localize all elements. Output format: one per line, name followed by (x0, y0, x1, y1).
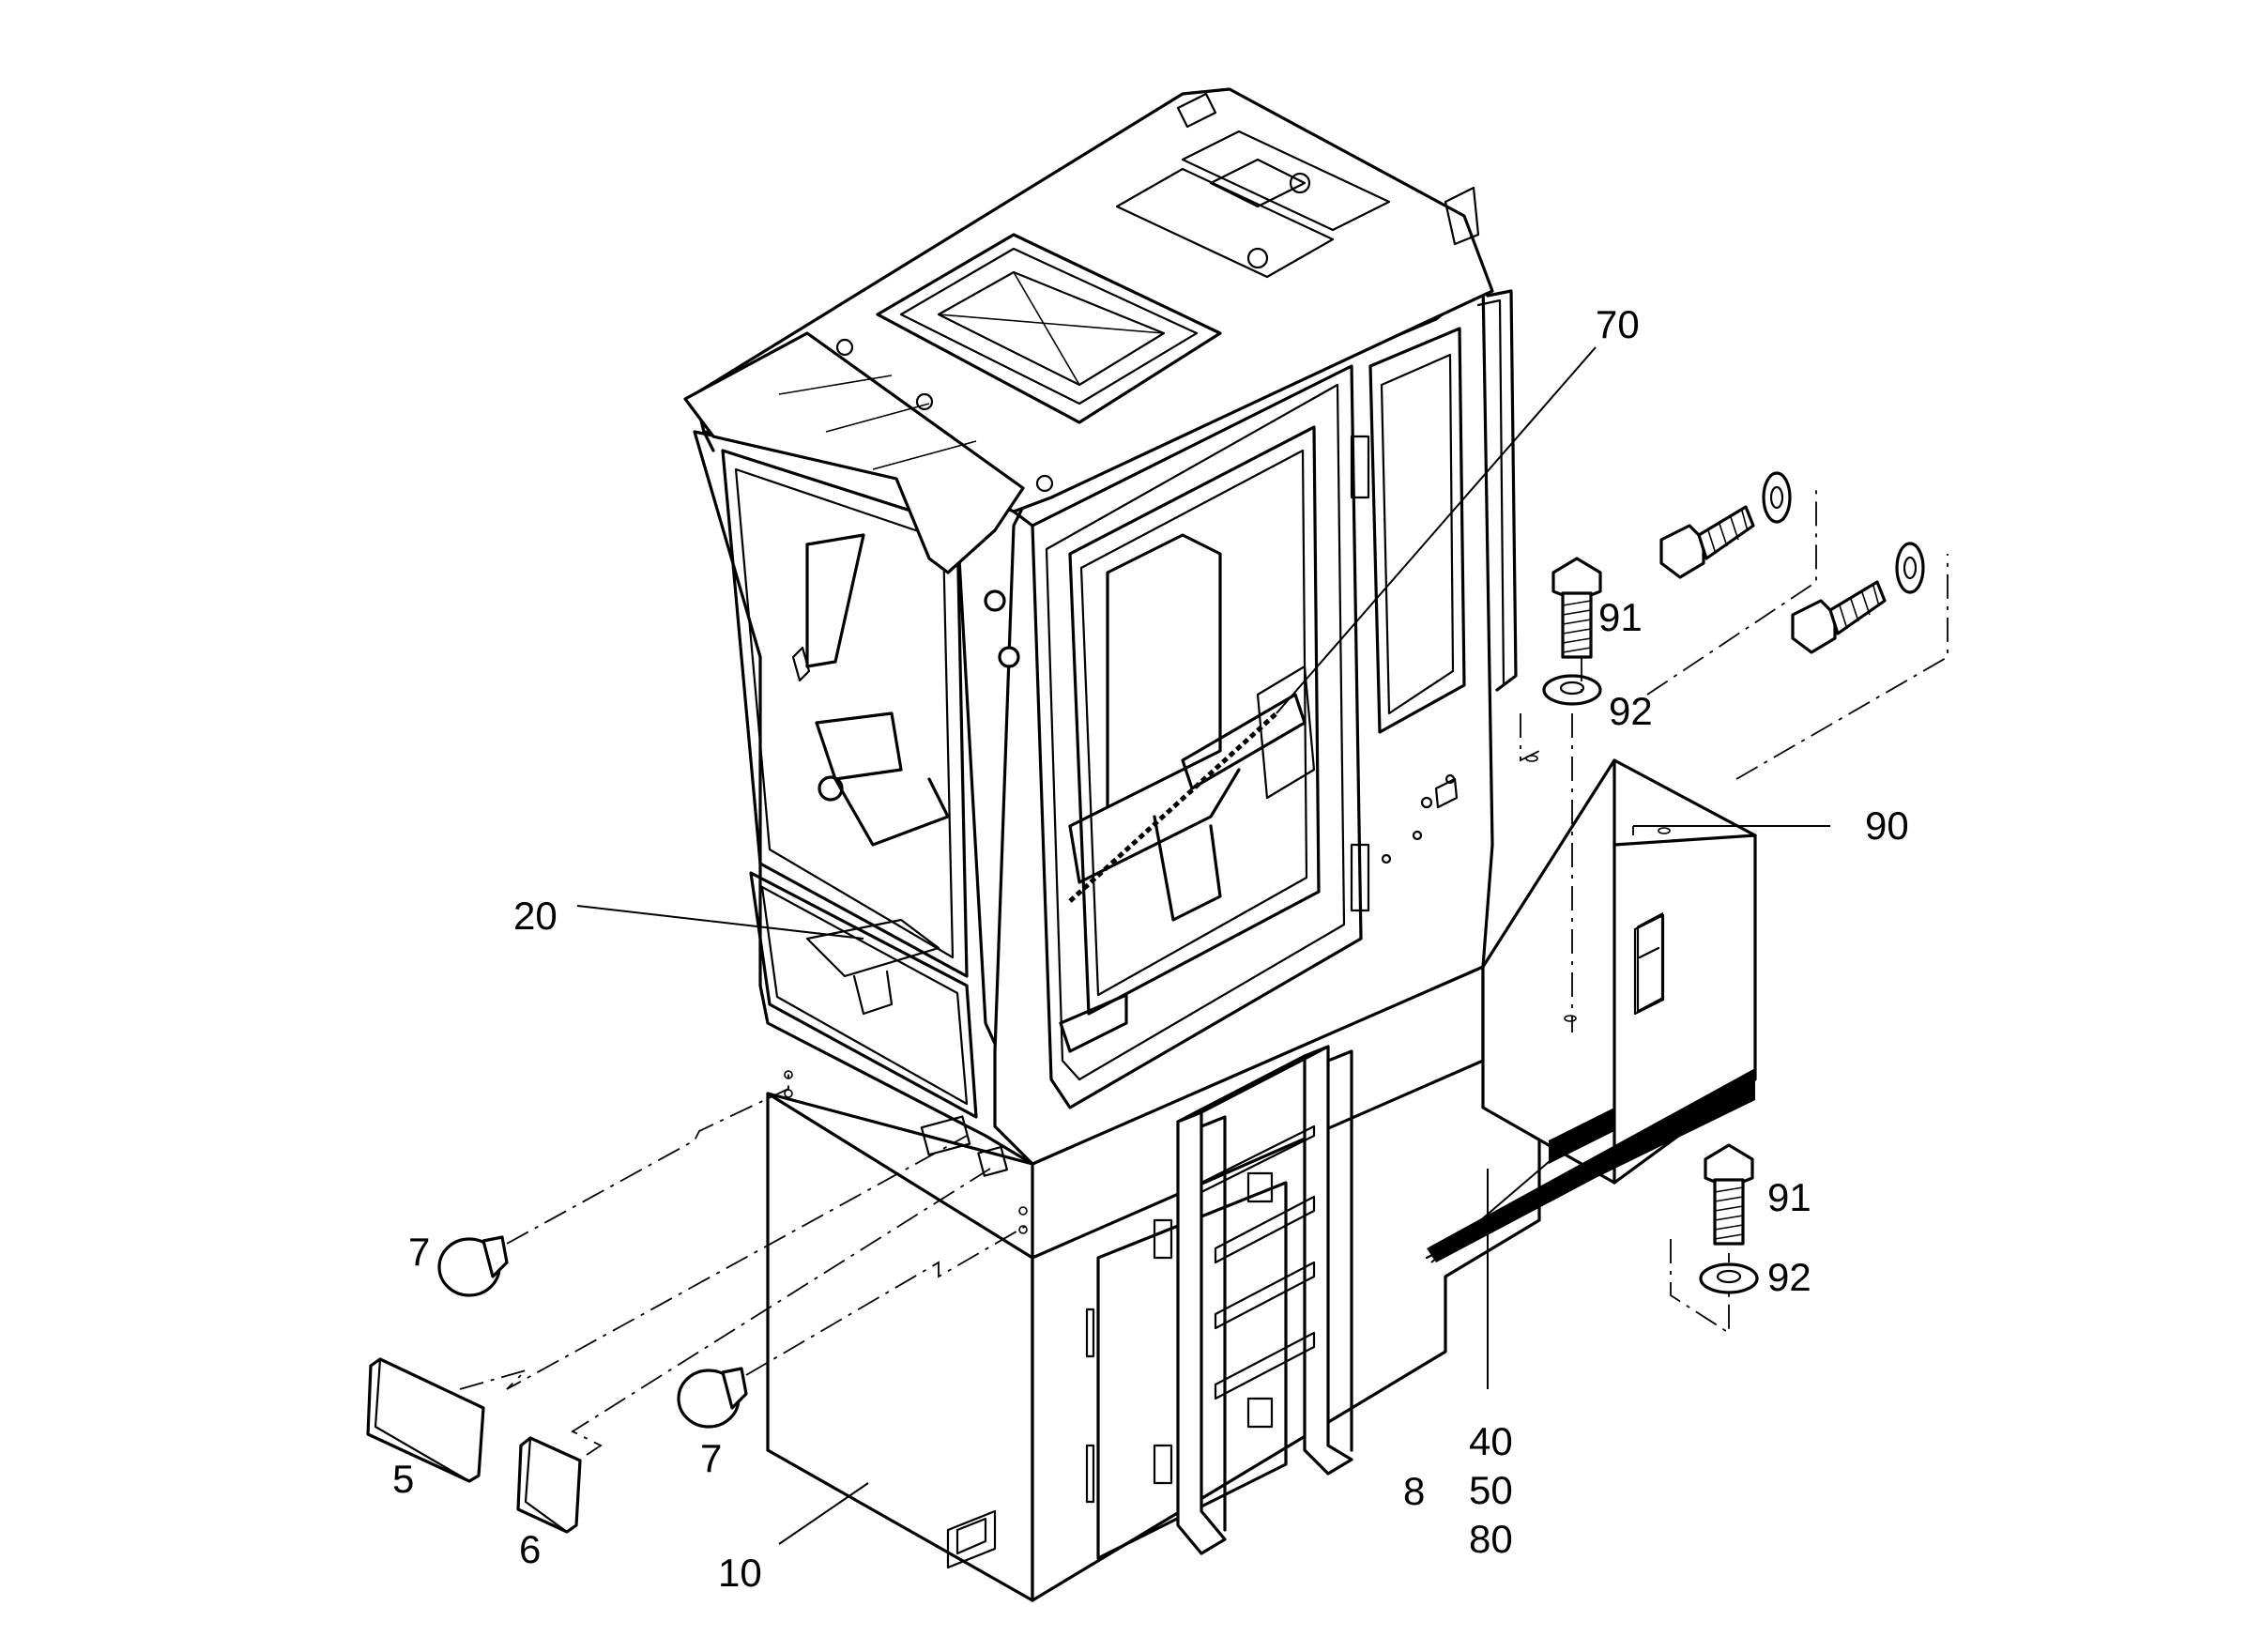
callout-5: 5 (392, 1457, 414, 1501)
callout-8: 8 (1403, 1469, 1425, 1513)
mount-holes (1525, 755, 1671, 1130)
plug-7-upper (437, 1235, 509, 1297)
access-ladder (1153, 1045, 1353, 1555)
lens-6 (516, 1436, 582, 1534)
cab-roof (683, 87, 1494, 574)
callout-91-upper: 91 (1598, 595, 1643, 639)
bolt-91-upper (1551, 557, 1602, 659)
callout-7-upper: 7 (408, 1230, 430, 1274)
bolt-90-upper (1659, 471, 1792, 579)
callout-50: 50 (1469, 1468, 1513, 1512)
callout-90: 90 (1865, 803, 1909, 848)
leader-lines (576, 346, 1830, 1545)
callout-40: 40 (1469, 1419, 1513, 1463)
callout-91-lower: 91 (1767, 1175, 1811, 1219)
callout-70: 70 (1596, 302, 1640, 346)
bolt-91-lower (1704, 1143, 1754, 1246)
lens-5 (366, 1357, 485, 1483)
callout-20: 20 (513, 894, 558, 938)
callout-labels: 70 91 92 90 20 7 7 5 6 10 8 40 50 80 91 … (392, 302, 1909, 1595)
callout-92-lower: 92 (1767, 1255, 1811, 1299)
decal-strip (1427, 1068, 1755, 1262)
callout-10: 10 (718, 1551, 762, 1595)
callout-6: 6 (519, 1527, 541, 1571)
bolt-90-lower (1791, 542, 1925, 654)
plug-7-lower (677, 1367, 748, 1429)
callout-7-lower: 7 (700, 1436, 722, 1480)
washer-92-upper (1542, 674, 1602, 706)
washer-92-lower (1699, 1262, 1759, 1294)
callout-92-upper: 92 (1609, 689, 1653, 733)
operator-cab (693, 280, 1518, 1234)
callout-80: 80 (1469, 1517, 1513, 1561)
assembly-lines (459, 488, 1949, 1456)
